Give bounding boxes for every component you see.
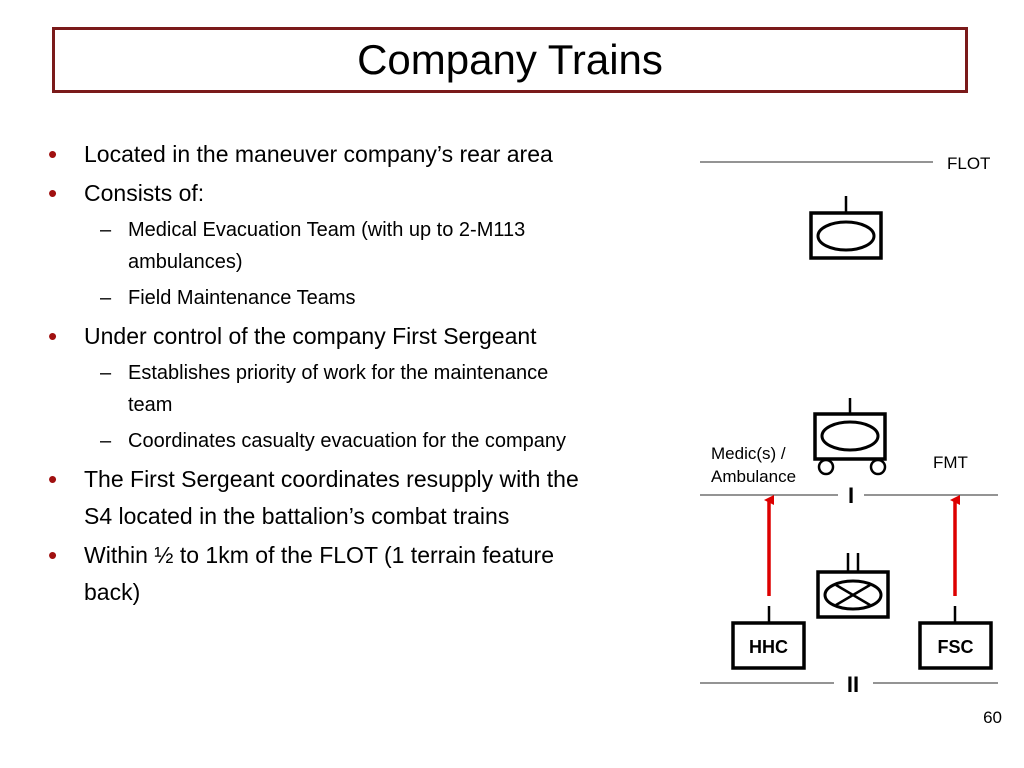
bullet-item: • The First Sergeant coordinates resuppl… [48,461,708,535]
medic-label: Ambulance [711,467,796,486]
sub-bullet-item: – Field Maintenance Teams [48,282,708,314]
bullet-item: • Located in the maneuver company’s rear… [48,136,708,173]
hhc-unit: HHC [731,606,806,670]
sub-bullet-text: Establishes priority of work for the mai… [128,362,549,384]
page-number: 60 [983,708,1002,727]
bullet-text: S4 located in the battalion’s combat tra… [84,503,510,529]
bullet-marker: • [48,540,58,570]
slide-title: Company Trains [357,36,663,83]
sub-bullet-marker: – [100,287,112,309]
sub-bullet-item: – Medical Evacuation Team (with up to 2-… [48,214,708,278]
bullet-item: • Under control of the company First Ser… [48,318,708,355]
flot-label: FLOT [947,154,990,173]
bullet-marker: • [48,321,58,351]
sub-bullet-text: Medical Evacuation Team (with up to 2-M1… [128,219,526,241]
fsc-label: FSC [938,637,974,657]
sub-bullet-marker: – [100,430,112,452]
bullet-marker: • [48,464,58,494]
bullet-text: back) [84,579,141,605]
company-boundary-mark: I [848,483,854,508]
fsc-unit: FSC [918,606,993,670]
ambulance-symbol [813,398,887,476]
sub-bullet-text: Field Maintenance Teams [128,287,356,309]
company-unit-symbol [809,196,883,260]
sub-bullet-marker: – [100,219,112,241]
bullet-marker: • [48,139,58,169]
sub-bullet-item: – Establishes priority of work for the m… [48,357,708,421]
bullet-item: • Consists of: [48,175,708,212]
bullet-text: Consists of: [84,180,205,206]
sub-bullet-text: ambulances) [128,251,243,273]
sub-bullet-text: team [128,394,173,416]
bullet-text: The First Sergeant coordinates resupply … [84,466,579,492]
battalion-boundary-mark: II [847,672,859,697]
bullet-text: Under control of the company First Serge… [84,323,537,349]
sub-bullet-marker: – [100,362,112,384]
title-box: Company Trains [52,27,968,93]
bullet-list: • Located in the maneuver company’s rear… [48,136,708,613]
medic-label: Medic(s) / [711,444,786,463]
bullet-marker: • [48,178,58,208]
maintenance-symbol [816,553,890,619]
bullet-text: Located in the maneuver company’s rear a… [84,141,553,167]
sub-bullet-item: – Coordinates casualty evacuation for th… [48,425,708,457]
fmt-label: FMT [933,453,968,472]
sub-bullet-text: Coordinates casualty evacuation for the … [128,430,567,452]
bullet-text: Within ½ to 1km of the FLOT (1 terrain f… [84,542,554,568]
hhc-label: HHC [749,637,788,657]
bullet-item: • Within ½ to 1km of the FLOT (1 terrain… [48,537,708,611]
